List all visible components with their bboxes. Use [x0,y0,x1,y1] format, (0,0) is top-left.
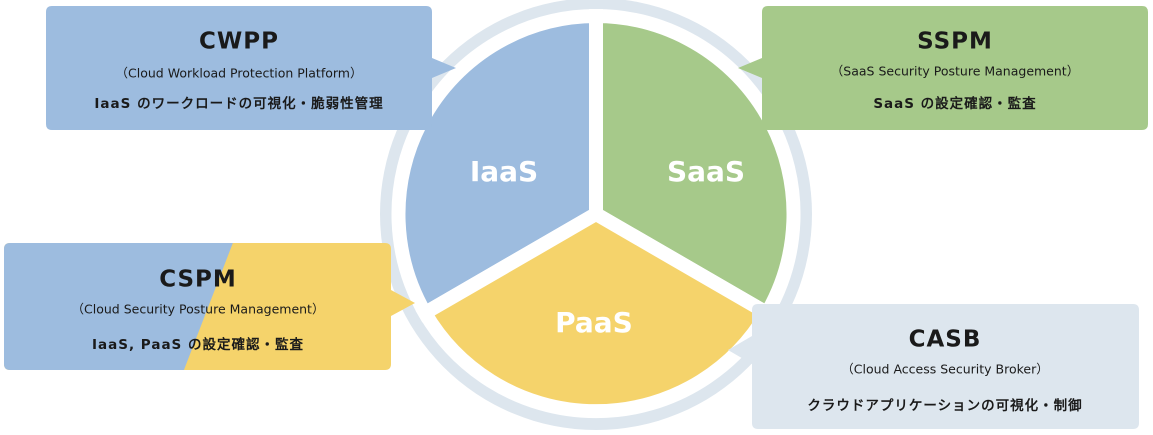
casb-description: クラウドアプリケーションの可視化・制御 [807,397,1082,414]
cwpp-title: CWPP [199,29,279,55]
casb-subtitle: （Cloud Access Security Broker） [841,362,1048,377]
paas-segment [415,205,777,419]
cspm-subtitle: （Cloud Security Posture Management） [72,302,325,317]
cspm-description: IaaS, PaaS の設定確認・監査 [92,336,304,353]
casb-title: CASB [909,327,982,353]
saas-label: SaaS [667,155,745,188]
cwpp-subtitle: （Cloud Workload Protection Platform） [116,66,363,81]
sspm-subtitle: （SaaS Security Posture Management） [831,64,1079,79]
cspm-callout [4,243,415,370]
casb-box [728,304,1139,429]
sspm-description: SaaS の設定確認・監査 [873,95,1036,112]
cwpp-box [46,6,456,130]
cwpp-description: IaaS のワークロードの可視化・脆弱性管理 [94,95,383,112]
paas-label: PaaS [555,306,633,339]
sspm-callout: SSPM （SaaS Security Posture Management） … [738,6,1148,130]
sspm-box [738,6,1148,130]
iaas-label: IaaS [470,155,538,188]
cspm-box-blue [4,243,234,370]
cspm-title: CSPM [159,267,237,293]
sspm-title: SSPM [917,29,993,55]
cwpp-callout: CWPP （Cloud Workload Protection Platform… [46,6,456,130]
casb-callout: CASB （Cloud Access Security Broker） クラウド… [728,304,1139,429]
